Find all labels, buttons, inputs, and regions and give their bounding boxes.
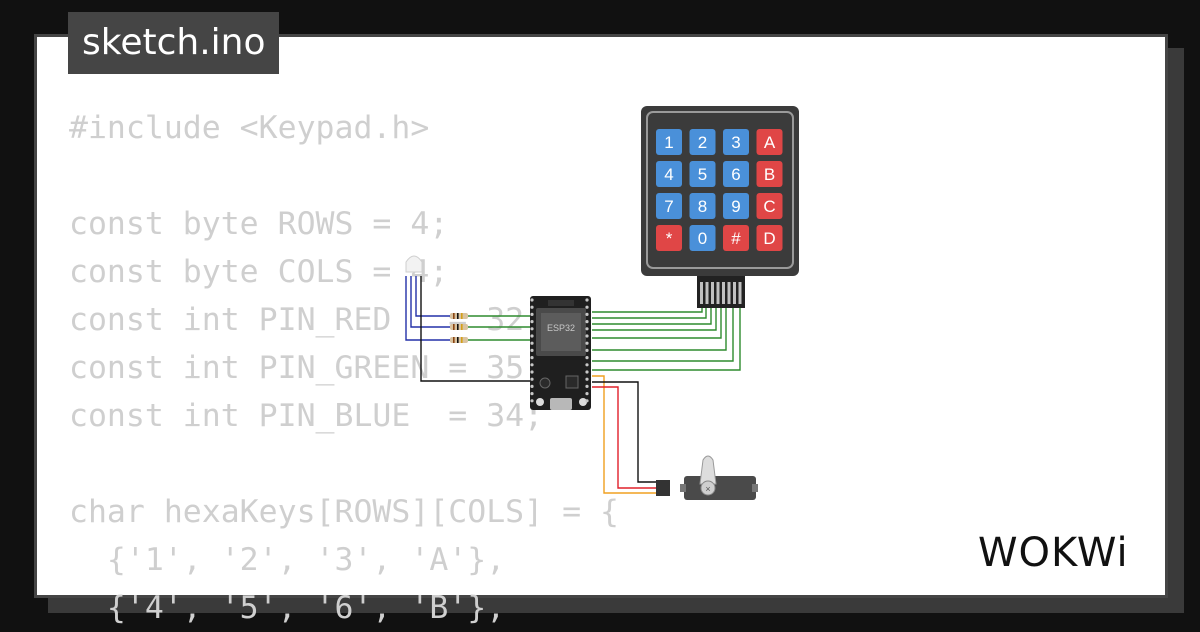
servo-wires xyxy=(592,375,656,494)
key-9[interactable]: 9 xyxy=(723,193,749,219)
key-b[interactable]: B xyxy=(756,161,783,187)
led-wires xyxy=(405,276,532,382)
key-8[interactable]: 8 xyxy=(689,193,716,219)
key-c[interactable]: C xyxy=(756,193,783,219)
key-label: # xyxy=(731,229,741,248)
key-6[interactable]: 6 xyxy=(723,161,749,187)
key-label: 2 xyxy=(698,133,707,152)
resistors xyxy=(450,313,468,343)
key-label: C xyxy=(763,197,775,216)
svg-text:×: × xyxy=(705,484,710,494)
key-7[interactable]: 7 xyxy=(656,193,682,219)
key-label: * xyxy=(666,229,673,248)
key-label: 4 xyxy=(664,165,673,184)
code-editor: #include <Keypad.h> const byte ROWS = 4; c… xyxy=(69,104,619,632)
key-2[interactable]: 2 xyxy=(689,129,716,155)
code-line: char hexaKeys[ROWS][COLS] = { xyxy=(69,494,619,530)
code-line: const byte ROWS = 4; xyxy=(69,206,449,242)
key-5[interactable]: 5 xyxy=(689,161,716,187)
key-3[interactable]: 3 xyxy=(723,129,749,155)
key-label: B xyxy=(764,165,775,184)
key-label: 5 xyxy=(698,165,707,184)
code-line: #include <Keypad.h> xyxy=(69,110,430,146)
code-line: const int PIN_BLUE = 34; xyxy=(69,398,544,434)
key-hash[interactable]: # xyxy=(723,225,749,251)
svg-text:WOKWi: WOKWi xyxy=(978,530,1129,576)
key-star[interactable]: * xyxy=(656,225,682,251)
key-label: D xyxy=(763,229,775,248)
key-label: A xyxy=(764,133,776,152)
code-line: const int PIN_RED = 32; xyxy=(69,302,544,338)
esp32-label: ESP32 xyxy=(547,323,575,333)
rgb-led xyxy=(405,255,423,273)
wokwi-logo: WOKWi xyxy=(978,530,1129,576)
keypad[interactable]: 1 2 3 A 4 5 6 B 7 8 9 C * 0 # D xyxy=(641,106,799,308)
key-d[interactable]: D xyxy=(756,225,783,251)
key-label: 7 xyxy=(664,197,673,216)
file-tab[interactable]: sketch.ino xyxy=(68,12,280,74)
keypad-wires xyxy=(592,298,741,371)
key-label: 1 xyxy=(664,133,673,152)
servo-motor: × xyxy=(656,455,758,500)
key-label: 3 xyxy=(731,133,740,152)
code-line: const int PIN_GREEN = 35; xyxy=(69,350,544,386)
key-label: 9 xyxy=(731,197,740,216)
key-4[interactable]: 4 xyxy=(656,161,682,187)
key-0[interactable]: 0 xyxy=(689,225,716,251)
key-label: 8 xyxy=(698,197,707,216)
key-label: 6 xyxy=(731,165,740,184)
key-label: 0 xyxy=(698,229,707,248)
key-1[interactable]: 1 xyxy=(656,129,682,155)
code-line: {'1', '2', '3', 'A'}, xyxy=(69,542,506,578)
preview-card: #include <Keypad.h> const byte ROWS = 4; c… xyxy=(34,34,1168,626)
esp32-board[interactable]: ESP32 xyxy=(530,296,591,410)
key-a[interactable]: A xyxy=(756,129,783,155)
code-line: {'4', '5', '6', 'B'}, xyxy=(69,590,506,626)
